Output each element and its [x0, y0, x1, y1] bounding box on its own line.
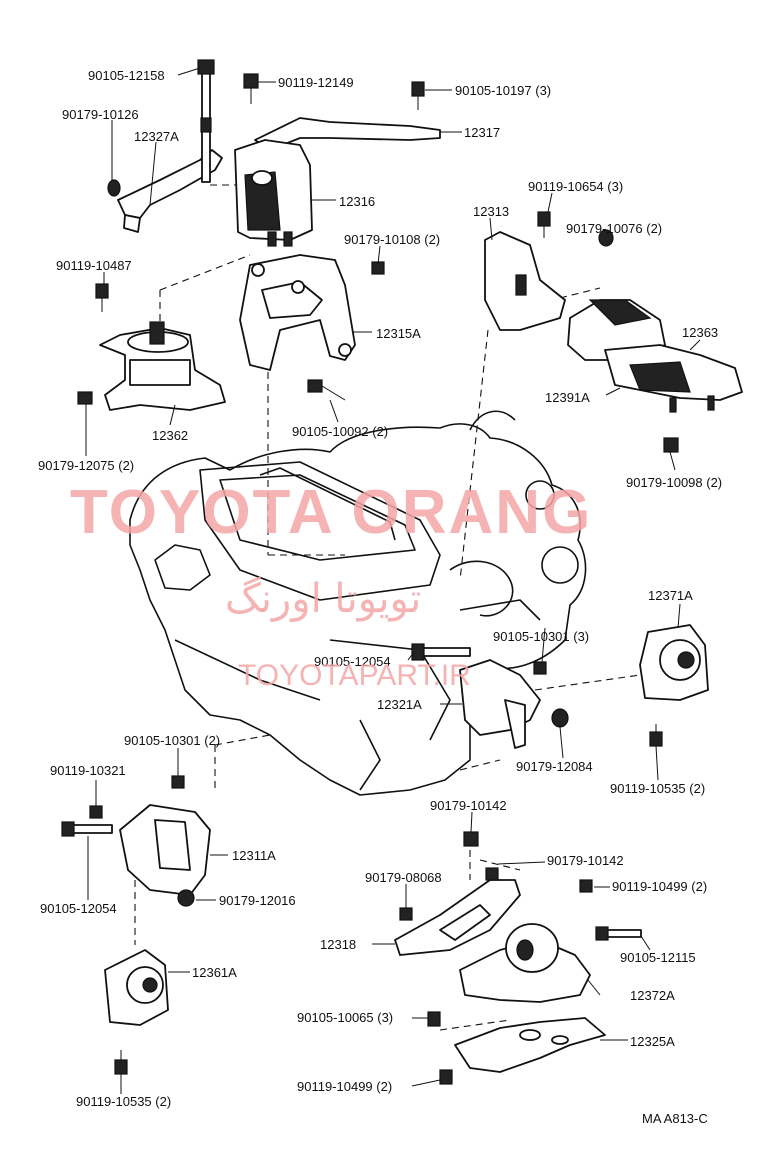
label-90119-10321: 90119-10321 — [50, 763, 126, 778]
label-90119-10535-right: 90119-10535 (2) — [610, 781, 705, 796]
label-90179-10076: 90179-10076 (2) — [566, 221, 662, 236]
label-90119-10487: 90119-10487 — [56, 258, 132, 273]
label-90179-12084: 90179-12084 — [516, 759, 593, 774]
part-12361A-mount — [104, 949, 169, 1075]
diagram-code: MA A813-C — [642, 1111, 708, 1126]
label-12361A: 12361A — [192, 965, 237, 980]
label-12318: 12318 — [320, 937, 356, 952]
label-90105-12115: 90105-12115 — [620, 950, 696, 965]
label-12313: 12313 — [473, 204, 509, 219]
label-12315A: 12315A — [376, 326, 421, 341]
part-12316-mount — [234, 139, 313, 247]
label-12316: 12316 — [339, 194, 375, 209]
part-12318-bracket — [394, 831, 521, 956]
label-90119-10499-upper: 90119-10499 (2) — [612, 879, 707, 894]
label-90179-10142-right: 90179-10142 — [547, 853, 624, 868]
label-12372A: 12372A — [630, 988, 675, 1003]
label-90179-12016: 90179-12016 — [219, 893, 296, 908]
label-12362: 12362 — [152, 428, 188, 443]
label-12327A: 12327A — [134, 129, 179, 144]
part-12321A-bracket — [411, 643, 569, 749]
watermark-line-1: TOYOTA ORANG — [70, 478, 592, 547]
assembly-dashed-lines — [134, 184, 641, 1031]
label-90119-10535-left: 90119-10535 (2) — [76, 1094, 171, 1109]
label-90105-10065: 90105-10065 (3) — [297, 1010, 393, 1025]
label-90179-10108: 90179-10108 (2) — [344, 232, 440, 247]
watermark: TOYOTA ORANG تويوتا اورنگ TOYOTAPART.IR — [70, 478, 592, 692]
label-12391A: 12391A — [545, 390, 590, 405]
label-90179-10126: 90179-10126 — [62, 107, 139, 122]
label-90179-12075: 90179-12075 (2) — [38, 458, 134, 473]
label-12371A: 12371A — [648, 588, 693, 603]
part-12372A-mount — [459, 879, 642, 1003]
label-12325A: 12325A — [630, 1034, 675, 1049]
part-12327A-bracket — [107, 59, 223, 233]
part-12362-mount — [77, 283, 226, 411]
label-90179-10142-top: 90179-10142 — [430, 798, 507, 813]
label-90119-10499-lower: 90119-10499 (2) — [297, 1079, 392, 1094]
part-12311A-bracket — [61, 775, 211, 907]
watermark-line-3: TOYOTAPART.IR — [238, 659, 471, 692]
part-12315A-bracket — [239, 254, 385, 401]
label-90119-12149: 90119-12149 — [278, 75, 354, 90]
label-90105-10301-2: 90105-10301 (2) — [124, 733, 220, 748]
label-12321A: 12321A — [377, 697, 422, 712]
part-12313-bracket — [484, 211, 614, 331]
label-90105-12054-left: 90105-12054 — [40, 901, 117, 916]
part-12317-bracket — [243, 73, 441, 151]
label-90179-10098: 90179-10098 (2) — [626, 475, 722, 490]
label-90105-10301-3: 90105-10301 (3) — [493, 629, 589, 644]
label-12363: 12363 — [682, 325, 718, 340]
label-12317: 12317 — [464, 125, 500, 140]
label-90105-12158: 90105-12158 — [88, 68, 165, 83]
label-leader-lines — [85, 67, 701, 1094]
label-90179-08068: 90179-08068 — [365, 870, 442, 885]
part-number-labels: 90105-12158 90119-12149 90105-10197 (3) … — [38, 68, 722, 1126]
label-90105-12054-top: 90105-12054 — [314, 654, 391, 669]
label-90105-10197: 90105-10197 (3) — [455, 83, 551, 98]
label-90119-10654: 90119-10654 (3) — [528, 179, 623, 194]
part-12371A-mount — [639, 624, 709, 747]
part-12363-mount — [567, 299, 743, 453]
part-12325A-bracket — [427, 1011, 606, 1085]
label-12311A: 12311A — [232, 848, 276, 863]
label-90105-10092: 90105-10092 (2) — [292, 424, 388, 439]
watermark-line-2: تويوتا اورنگ — [225, 576, 421, 622]
